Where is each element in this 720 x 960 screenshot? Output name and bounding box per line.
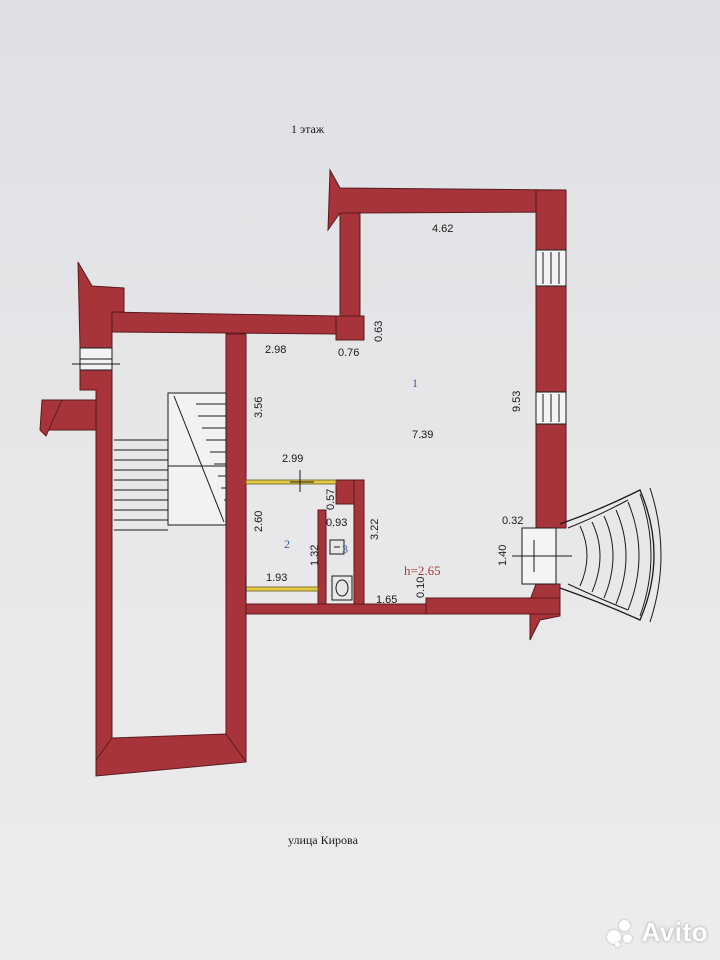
wall-left-jog-end <box>39 399 63 437</box>
window-right-upper <box>535 249 567 287</box>
dim-7-39: 7.39 <box>412 429 433 441</box>
dim-0-57: 0.57 <box>325 489 337 510</box>
floor-title: 1 этаж <box>291 122 325 136</box>
wall-bath-right <box>353 479 365 605</box>
wall-right-main <box>535 189 567 251</box>
dim-3-56: 3.56 <box>253 397 265 418</box>
room-number-3: 3 <box>342 542 348 556</box>
avito-watermark: Avito <box>605 917 708 948</box>
dim-1-65: 1.65 <box>376 594 397 606</box>
room-number-2: 2 <box>284 537 290 551</box>
dim-0-63: 0.63 <box>373 321 385 342</box>
street-label: улица Кирова <box>288 833 359 847</box>
dim-0-93: 0.93 <box>326 517 347 529</box>
dim-3-22: 3.22 <box>369 519 381 540</box>
dim-2-98: 2.98 <box>265 344 286 356</box>
partition-bottom <box>245 586 319 592</box>
watermark-text: Avito <box>641 917 708 947</box>
avito-logo-icon <box>605 918 635 948</box>
wall-right-low <box>535 423 567 529</box>
staircase <box>114 392 227 531</box>
wall-left-outer <box>77 261 125 762</box>
entrance-steps <box>559 487 662 623</box>
dim-0-76: 0.76 <box>338 347 359 359</box>
dim-2-99: 2.99 <box>282 453 303 465</box>
wall-top-main <box>327 168 567 232</box>
entrance-door <box>512 527 572 585</box>
dim-4-62: 4.62 <box>432 223 453 235</box>
wall-corridor-bottom <box>245 603 427 615</box>
wall-inner-block <box>335 315 365 341</box>
ceiling-height: h=2.65 <box>404 563 441 578</box>
wall-bottom-main <box>425 597 561 615</box>
wall-stair-bottom <box>95 733 247 777</box>
wall-stair-top <box>107 311 337 335</box>
dim-1-40: 1.40 <box>497 545 509 566</box>
dim-1-32: 1.32 <box>309 545 321 566</box>
window-left <box>72 347 120 371</box>
window-right-lower <box>535 391 567 425</box>
wall-right-mid <box>535 285 567 393</box>
dim-1-93: 1.93 <box>266 572 287 584</box>
dim-2-60: 2.60 <box>253 511 265 532</box>
room-number-1: 1 <box>412 376 418 390</box>
wall-stair-partition <box>225 333 247 763</box>
dim-9-53: 9.53 <box>511 391 523 412</box>
dim-0-32: 0.32 <box>502 515 523 527</box>
walls <box>39 168 567 777</box>
bathroom-fixtures <box>329 539 353 601</box>
dim-0-10: 0.10 <box>415 577 427 598</box>
wall-inner-post <box>339 212 361 319</box>
